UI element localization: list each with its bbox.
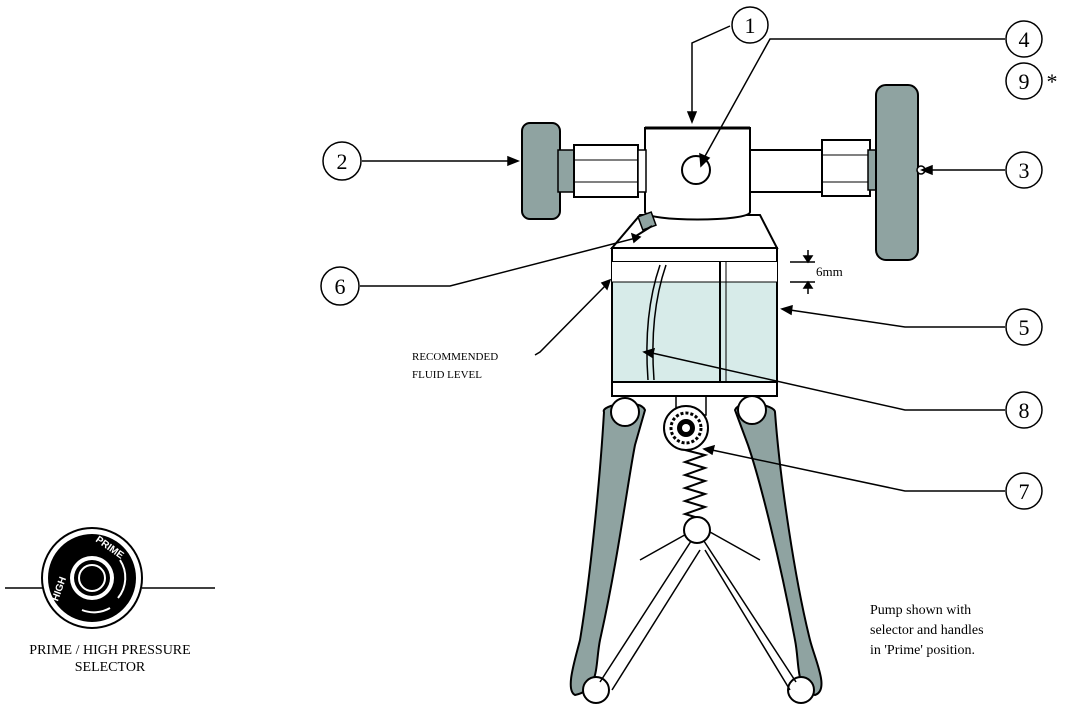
svg-text:2: 2: [337, 149, 348, 174]
note-line2: selector and handles: [870, 623, 984, 638]
fluid-level-label-line2: FLUID LEVEL: [412, 369, 482, 381]
note-line3: in 'Prime' position.: [870, 643, 975, 658]
callout-3: 3: [1005, 151, 1043, 189]
callout-9-asterisk: *: [1047, 69, 1058, 94]
pump-body: [609, 126, 779, 249]
selector-label-line2: SELECTOR: [75, 660, 146, 675]
left-pivot: [610, 397, 640, 427]
svg-text:7: 7: [1019, 479, 1030, 504]
svg-text:3: 3: [1019, 158, 1030, 183]
right-handle: [733, 402, 823, 697]
callout-8: 8: [1005, 391, 1043, 429]
callout-1: 1: [731, 6, 769, 44]
left-valve: [521, 122, 647, 220]
selector-knob: [663, 394, 709, 451]
release-valve: [635, 211, 657, 237]
callout-9: 9: [1005, 62, 1043, 100]
left-foot: [582, 676, 610, 704]
dimension-label: 6mm: [816, 264, 843, 279]
spring: [681, 449, 709, 521]
pump-handles: [569, 395, 823, 704]
svg-text:1: 1: [745, 13, 756, 38]
callout-7: 7: [1005, 472, 1043, 510]
linkage-pivot: [683, 516, 711, 544]
svg-text:5: 5: [1019, 315, 1030, 340]
callout-4: 4: [1005, 20, 1043, 58]
right-foot: [787, 676, 815, 704]
svg-text:6: 6: [335, 274, 346, 299]
note-line1: Pump shown with: [870, 603, 971, 618]
reservoir: [611, 247, 778, 397]
fluid-level-label-line1: RECOMMENDED: [412, 351, 498, 363]
svg-text:8: 8: [1019, 398, 1030, 423]
selector-dial: PRIME HIGH: [5, 527, 215, 629]
svg-text:9: 9: [1019, 69, 1030, 94]
right-valve: [749, 84, 926, 261]
handle-linkage: [599, 531, 797, 691]
callout-5: 5: [1005, 308, 1043, 346]
right-pivot: [737, 395, 767, 425]
callout-2: 2: [322, 141, 362, 181]
left-handle: [569, 402, 647, 697]
svg-text:4: 4: [1019, 27, 1030, 52]
callout-6: 6: [320, 266, 360, 306]
callout-leaders: [360, 25, 1005, 492]
selector-label-line1: PRIME / HIGH PRESSURE: [29, 643, 190, 658]
